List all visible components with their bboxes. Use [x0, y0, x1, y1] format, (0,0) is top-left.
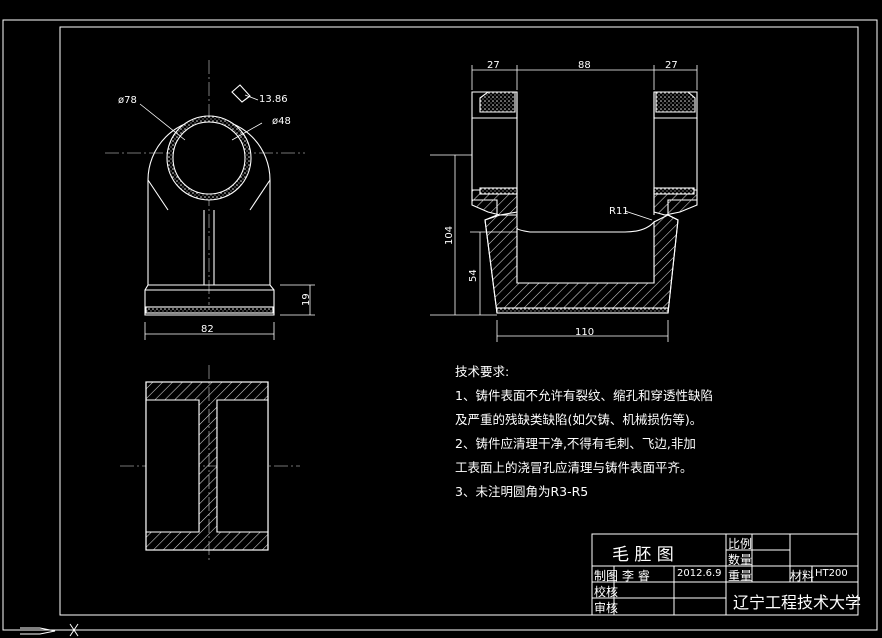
notes-line-1: 1、铸件表面不允许有裂纹、缩孔和穿透性缺陷: [455, 388, 713, 403]
drawn-label: 制图: [594, 569, 619, 583]
notes-line-2: 及严重的残缺类缺陷(如欠铸、机械损伤等)。: [455, 412, 703, 427]
dim-base-height: 19: [301, 293, 312, 306]
outer-frame: [2, 19, 878, 637]
dim-fillet: R11: [609, 206, 629, 217]
dim-total-height: 104: [444, 226, 455, 245]
drawn-name: 李 睿: [622, 569, 650, 583]
material-label: 材料: [790, 569, 815, 583]
notes-heading: 技术要求:: [455, 364, 510, 379]
dim-wall: 13.86: [259, 94, 288, 105]
dim-side-mid: 88: [578, 60, 591, 71]
notes-line-3: 2、铸件应清理干净,不得有毛刺、飞边,非加: [455, 436, 696, 451]
drawing-name: 毛 胚 图: [612, 545, 674, 565]
dim-side-left: 27: [487, 60, 500, 71]
check-label: 校核: [594, 585, 619, 599]
qty-label: 数量: [728, 553, 753, 567]
dim-base-width: 82: [201, 324, 214, 335]
front-view: [105, 60, 305, 316]
dim-inner-dia: ø48: [272, 116, 291, 127]
title-block: [591, 533, 859, 616]
side-section-dims: [430, 65, 698, 342]
notes-line-4: 工表面上的浇冒孔应清理与铸件表面平齐。: [455, 460, 693, 475]
top-view: [120, 365, 300, 560]
notes-line-5: 3、未注明圆角为R3-R5: [455, 484, 589, 499]
drawn-date: 2012.6.9: [677, 568, 722, 579]
dim-side-right: 27: [665, 60, 678, 71]
approve-label: 审核: [594, 601, 619, 615]
technical-notes: 技术要求: 1、铸件表面不允许有裂纹、缩孔和穿透性缺陷 及严重的残缺类缺陷(如欠…: [455, 360, 713, 504]
school-name: 辽宁工程技术大学: [733, 593, 862, 612]
scale-label: 比例: [728, 537, 753, 551]
material-value: HT200: [815, 568, 848, 579]
front-view-dims: [139, 94, 315, 340]
side-section-view: [471, 91, 698, 314]
dim-section-width: 110: [575, 327, 594, 338]
dim-lower-height: 54: [468, 269, 479, 282]
dim-outer-dia: ø78: [118, 95, 137, 106]
weight-label: 重量: [728, 569, 753, 583]
